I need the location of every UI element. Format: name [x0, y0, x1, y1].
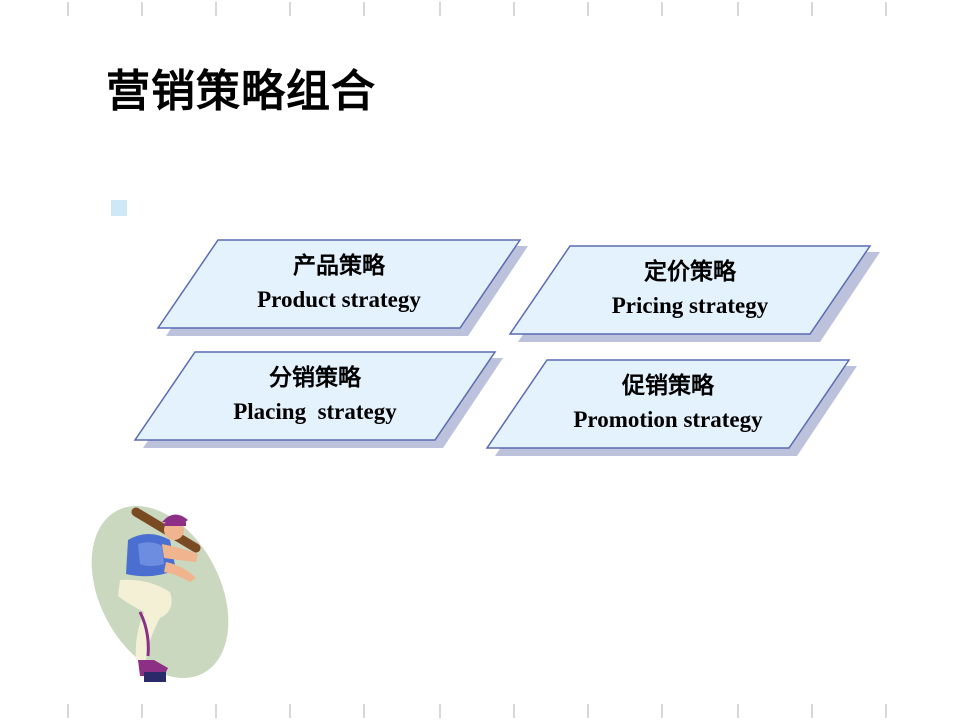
- bottom-tick-marks: [67, 704, 887, 718]
- strategy-card-promotion: 促销策略 Promotion strategy: [485, 358, 867, 458]
- strategy-cn-label: 定价策略: [644, 259, 736, 285]
- strategy-card-product: 产品策略 Product strategy: [156, 238, 538, 338]
- strategy-cn-label: 分销策略: [269, 365, 361, 391]
- strategy-cn-label: 产品策略: [293, 253, 385, 279]
- parallelogram-shape: [508, 245, 880, 342]
- parallelogram-shape: [485, 359, 857, 456]
- strategy-cn-label: 促销策略: [622, 373, 714, 399]
- parallelogram-shape: [156, 239, 528, 336]
- baseball-batter-icon: [91, 506, 229, 682]
- strategy-card-pricing: 定价策略 Pricing strategy: [508, 244, 890, 344]
- strategy-en-label: Placing strategy: [233, 399, 397, 424]
- slide-title: 营销策略组合: [106, 66, 376, 117]
- square-bullet-icon: [111, 200, 127, 216]
- strategy-en-label: Product strategy: [257, 287, 421, 312]
- parallelogram-shape: [133, 351, 503, 448]
- top-tick-marks: [67, 2, 887, 16]
- strategy-card-placing: 分销策略 Placing strategy: [133, 350, 515, 450]
- strategy-en-label: Pricing strategy: [611, 293, 769, 318]
- strategy-en-label: Promotion strategy: [573, 407, 763, 432]
